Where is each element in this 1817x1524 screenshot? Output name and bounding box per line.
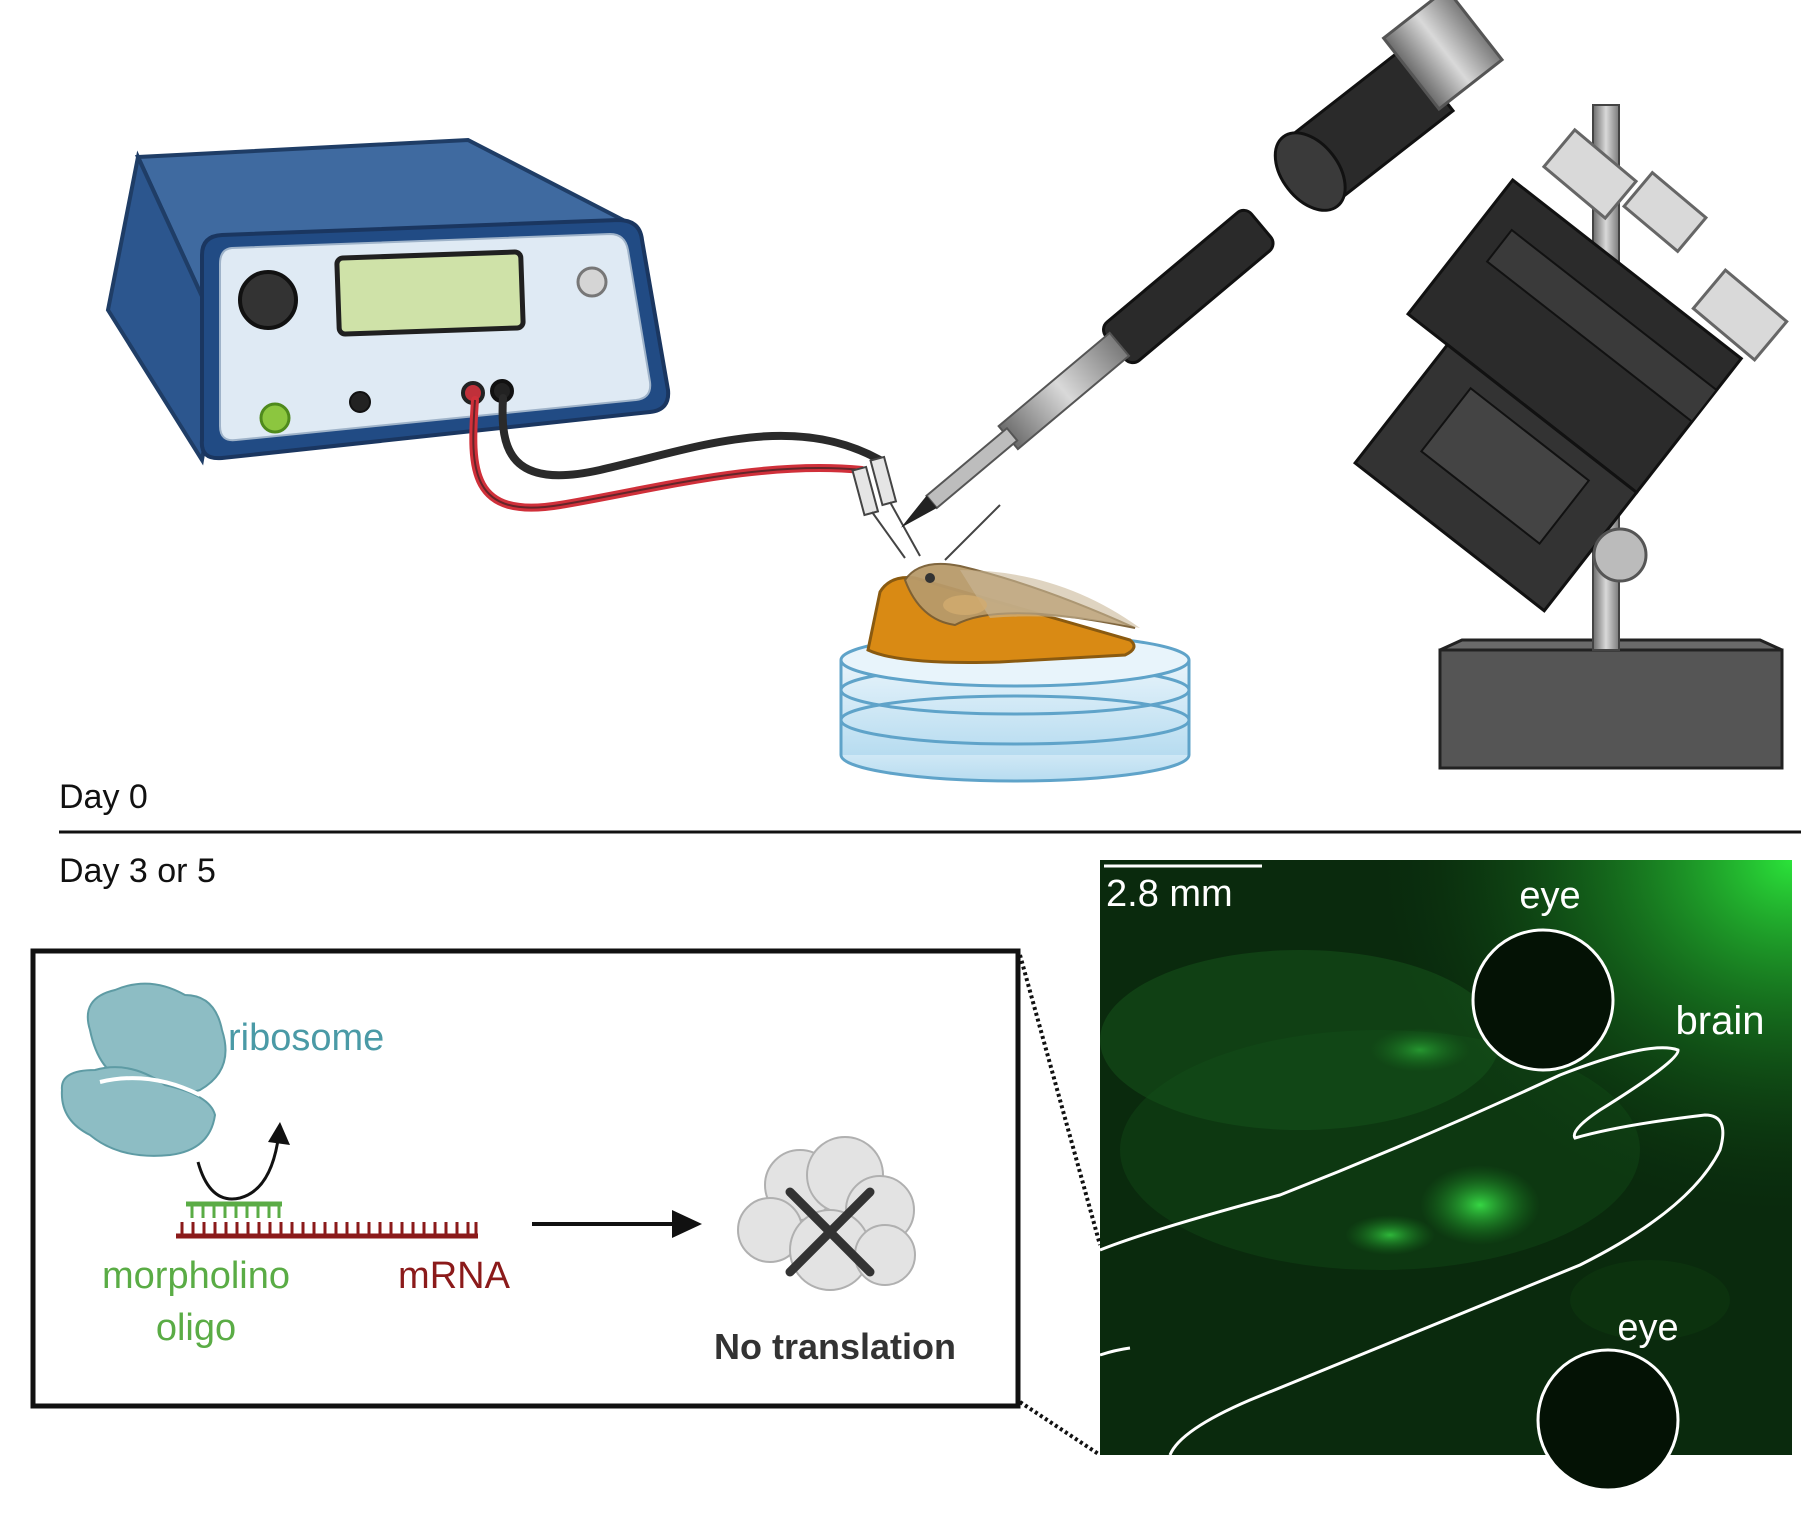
no-translation-label: No translation	[714, 1326, 956, 1367]
cross-icon	[785, 1187, 875, 1277]
process-arrow-icon	[532, 1210, 702, 1238]
ribosome-icon	[60, 982, 227, 1157]
brain-label: brain	[1676, 999, 1765, 1043]
fluorescence-micrograph	[1099, 860, 1792, 1492]
ribosome-label: ribosome	[228, 1017, 384, 1059]
electrode-wires	[469, 394, 921, 559]
eye-top-label: eye	[1519, 875, 1580, 917]
day0-label: Day 0	[59, 778, 148, 816]
morpholino-oligo	[186, 1201, 282, 1218]
arrow-icon	[196, 1122, 290, 1201]
morpholino-label-line2: oligo	[156, 1307, 236, 1349]
day-later-label: Day 3 or 5	[59, 852, 216, 890]
micromanipulator-icon	[901, 0, 1789, 770]
eye-bottom-label: eye	[1617, 1307, 1678, 1349]
morpholino-label-line1: morpholino	[102, 1255, 290, 1297]
tadpole-icon	[903, 562, 1140, 629]
mrna-label: mRNA	[398, 1255, 511, 1297]
power-supply-icon	[105, 137, 671, 466]
zoom-connector	[1018, 954, 1102, 1457]
scale-bar-label: 2.8 mm	[1106, 873, 1233, 915]
mrna-strand	[176, 1222, 478, 1239]
